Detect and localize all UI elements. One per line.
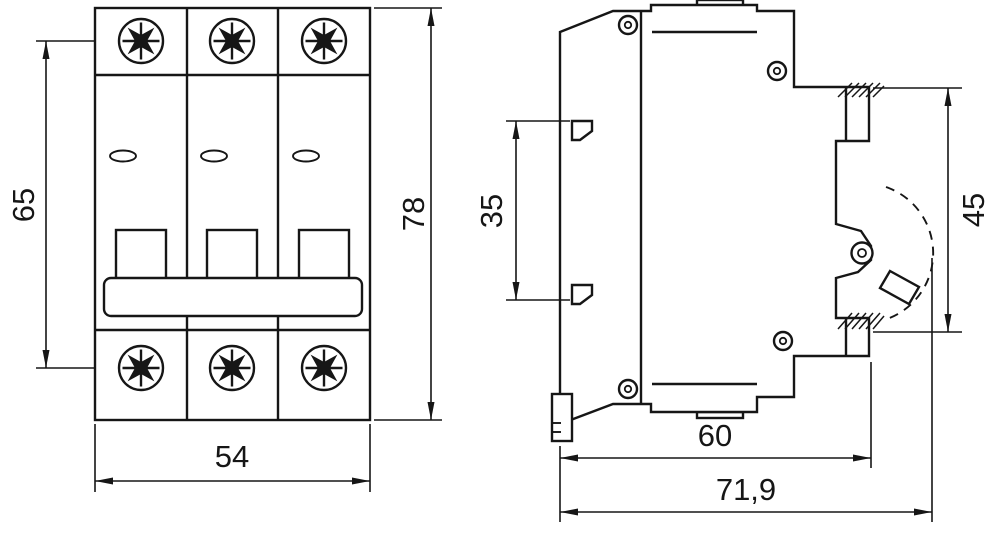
front-view bbox=[93, 6, 372, 422]
toggle-tie-bar bbox=[102, 276, 364, 318]
toggle-lever bbox=[297, 228, 351, 282]
terminal-screw-icon bbox=[208, 17, 256, 65]
indicator-slot bbox=[109, 149, 137, 163]
dim-label-54: 54 bbox=[215, 439, 249, 474]
housing-rivet-icon bbox=[617, 378, 639, 400]
indicator-slot bbox=[292, 149, 320, 163]
toggle-lever bbox=[205, 228, 259, 282]
dim-label-35: 35 bbox=[474, 194, 509, 228]
housing-rivet-icon bbox=[766, 60, 788, 82]
din-rail-hook-lower bbox=[570, 283, 594, 306]
terminal-screw-icon bbox=[300, 344, 348, 392]
handle-swing-arc bbox=[883, 186, 935, 321]
din-rail-hook-upper bbox=[570, 119, 594, 142]
side-view-dimensions: 35 45 60 71,9 bbox=[474, 87, 991, 522]
dim-label-60: 60 bbox=[698, 418, 732, 453]
dim-label-65: 65 bbox=[6, 188, 41, 222]
dim-label-45: 45 bbox=[956, 193, 991, 227]
toggle-lever bbox=[114, 228, 168, 282]
din-rail-clip bbox=[550, 392, 574, 443]
terminal-screw-icon bbox=[117, 344, 165, 392]
terminal-screw-icon bbox=[300, 17, 348, 65]
front-view-dimensions: 65 78 54 bbox=[6, 7, 442, 492]
serration-hatch-top bbox=[837, 82, 885, 98]
dim-label-71-9: 71,9 bbox=[716, 472, 776, 507]
housing-rivet-icon bbox=[617, 14, 639, 36]
indicator-slot bbox=[200, 149, 228, 163]
serration-hatch-bottom bbox=[837, 312, 885, 330]
handle-pivot-icon bbox=[850, 241, 874, 265]
dim-label-78: 78 bbox=[396, 197, 431, 231]
terminal-screw-icon bbox=[208, 344, 256, 392]
housing-rivet-icon bbox=[772, 330, 794, 352]
breaker-body-side bbox=[558, 3, 873, 426]
side-view bbox=[550, 0, 935, 443]
toggle-handle-tip bbox=[878, 269, 921, 306]
terminal-screw-icon bbox=[117, 17, 165, 65]
